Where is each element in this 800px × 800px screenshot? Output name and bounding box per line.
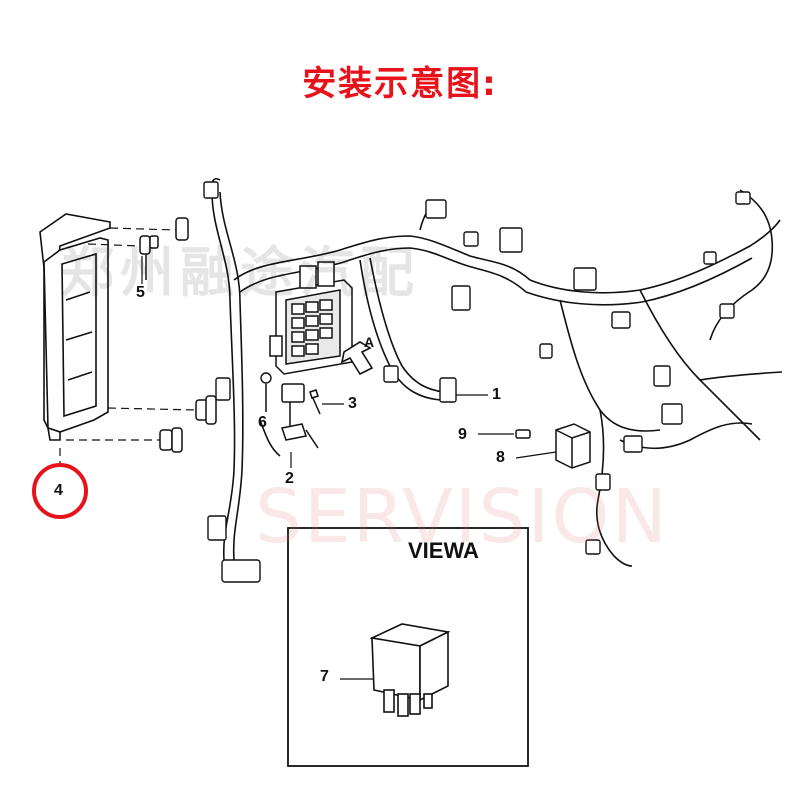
view-a-arrow — [340, 341, 374, 376]
harness-connectors — [203, 181, 751, 583]
relay-part-8 — [515, 423, 591, 469]
callout-4: 4 — [54, 482, 63, 499]
bracket-and-bolts — [265, 383, 321, 449]
callout-6: 6 — [258, 414, 267, 431]
page-title: 安装示意图: — [302, 64, 498, 104]
relay-part-7 — [369, 623, 451, 717]
callout-9: 9 — [458, 426, 467, 443]
callout-5: 5 — [136, 284, 145, 301]
wiring-harness — [210, 177, 783, 580]
callout-7: 7 — [320, 668, 329, 685]
fastener-guide-lines — [59, 227, 197, 466]
callout-3: 3 — [348, 395, 357, 412]
module-housing — [39, 213, 111, 441]
watermark-chinese: 郑州融途汽配 — [60, 241, 420, 304]
callout-leader-lines — [141, 256, 557, 468]
fasteners — [139, 217, 217, 453]
watermark-servision: SERVISION — [255, 474, 669, 560]
callout-view-a: A — [364, 334, 375, 350]
callout-8: 8 — [496, 449, 505, 466]
highlight-circle — [32, 463, 88, 519]
callout-1: 1 — [492, 386, 501, 403]
inset-title: VIEWA — [408, 538, 479, 563]
callout-2: 2 — [285, 470, 294, 487]
